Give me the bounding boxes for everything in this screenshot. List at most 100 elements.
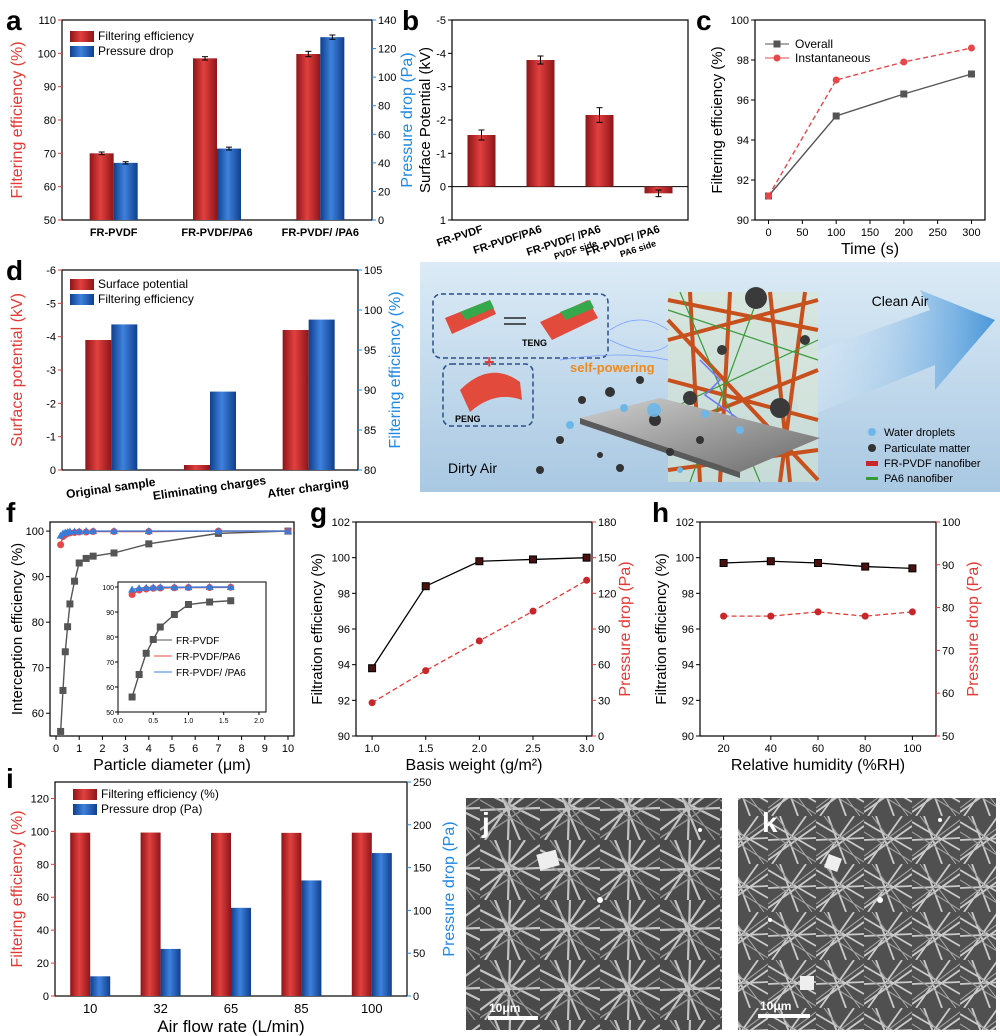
y-tick-label: -1 bbox=[436, 148, 446, 160]
inset-series-2-point bbox=[142, 583, 151, 591]
bar-pressure-drop bbox=[160, 948, 181, 996]
legend-swatch bbox=[773, 54, 781, 62]
x-tick-label: 1.0 bbox=[364, 743, 379, 755]
y-tick-label: 100 bbox=[378, 72, 396, 84]
bar-surface-potential bbox=[585, 115, 614, 187]
y-tick-label: 105 bbox=[364, 265, 382, 277]
y-tick-label: 70 bbox=[942, 645, 954, 657]
teng-fibers bbox=[445, 300, 598, 340]
category-label: 65 bbox=[224, 1001, 238, 1016]
y-tick-label: 0 bbox=[413, 991, 419, 1003]
y-tick-label: 150 bbox=[598, 553, 616, 565]
y-tick-label: 120 bbox=[598, 588, 616, 600]
y-tick-label: 96 bbox=[682, 624, 694, 636]
y-axis-title: Interception efficiency (%) bbox=[9, 543, 26, 715]
y-axis-title: Filtering efficiency (%) bbox=[9, 41, 26, 198]
pressure-point bbox=[529, 607, 537, 615]
y-tick-label: 60 bbox=[44, 182, 56, 194]
panel-label-g: g bbox=[310, 497, 327, 528]
x-tick-label: 300 bbox=[962, 227, 980, 239]
x-tick-label: 3.0 bbox=[579, 743, 594, 755]
y-tick-label: 100 bbox=[364, 305, 382, 317]
panel-label-j: j bbox=[481, 807, 490, 838]
inset-series-0-point bbox=[149, 636, 157, 643]
legend-entry: Filtering efficiency (%) bbox=[101, 787, 219, 801]
inset-series-2-point bbox=[226, 583, 235, 590]
x-tick-label: 50 bbox=[796, 227, 808, 239]
category-label: 10 bbox=[83, 1001, 97, 1016]
y-tick-label: 100 bbox=[31, 826, 49, 838]
series-0-point bbox=[59, 686, 67, 694]
y-tick-label: -5 bbox=[46, 298, 56, 310]
legend-fr-pvdf-nanofiber: FR-PVDF nanofiber bbox=[884, 458, 981, 470]
y-tick-label: 85 bbox=[364, 425, 376, 437]
legend-water-droplets: Water droplets bbox=[884, 427, 956, 439]
pressure-point bbox=[368, 699, 376, 707]
y-tick-label: 100 bbox=[731, 15, 749, 27]
bar-pressure-drop bbox=[113, 162, 138, 220]
efficiency-point bbox=[368, 664, 377, 673]
y-axis-title: Filtering efficiency (%) bbox=[709, 46, 726, 193]
y-tick-label: -2 bbox=[46, 398, 56, 410]
bar-filtering-efficiency bbox=[70, 832, 91, 996]
schematic-e: TENG PENG + self-powering Clean Air Dirt… bbox=[420, 262, 1000, 492]
y-tick-label: 120 bbox=[378, 44, 396, 56]
y-tick-label: 50 bbox=[413, 948, 425, 960]
category-label: Original sample bbox=[65, 475, 156, 501]
overall-line bbox=[767, 73, 972, 197]
y-tick-label: 200 bbox=[413, 820, 431, 832]
y-tick-label: 40 bbox=[378, 158, 390, 170]
bar-pressure-drop bbox=[301, 880, 322, 996]
inset-y-tick-label: 90 bbox=[106, 610, 114, 617]
bar-surface-potential bbox=[85, 340, 112, 470]
plot-frame bbox=[754, 19, 986, 221]
y2-axis-title: Pressure drop (Pa) bbox=[441, 821, 458, 956]
y-tick-label: 70 bbox=[44, 148, 56, 160]
fr-pvdf-fiber-icon bbox=[866, 461, 878, 466]
y-tick-label: 92 bbox=[737, 175, 749, 187]
panel-label-i: i bbox=[6, 763, 14, 794]
inset-series-2-point bbox=[135, 584, 144, 592]
bar-filtering-efficiency bbox=[296, 54, 321, 220]
scale-bar-j bbox=[488, 1016, 538, 1020]
bar-filtering-efficiency bbox=[111, 324, 138, 470]
efficiency-point bbox=[719, 559, 728, 568]
inset-series-0-point bbox=[135, 671, 143, 678]
panel-label-c: c bbox=[696, 5, 712, 36]
sem-image-k: k 10μm bbox=[738, 798, 996, 1030]
x-axis-title: Air flow rate (L/min) bbox=[157, 1017, 304, 1036]
pressure-point bbox=[720, 612, 728, 620]
y-tick-label: 0 bbox=[50, 465, 56, 477]
y-axis-title: Filtering efficiency (%) bbox=[9, 810, 26, 967]
y-tick-label: 80 bbox=[32, 617, 44, 629]
legend-entry: Instantaneous bbox=[795, 51, 870, 65]
series-2-point bbox=[284, 527, 292, 535]
pressure-point bbox=[767, 612, 775, 620]
overall-point bbox=[832, 112, 840, 120]
x-tick-label: 80 bbox=[859, 743, 871, 755]
y-tick-label: 180 bbox=[598, 517, 616, 529]
y-tick-label: 90 bbox=[682, 731, 694, 743]
y-axis-title: Surface potential (kV) bbox=[9, 293, 26, 447]
panel-label-a: a bbox=[6, 5, 22, 36]
teng-box bbox=[432, 293, 609, 359]
y-tick-label: -3 bbox=[436, 82, 446, 94]
series-0-point bbox=[64, 623, 72, 631]
y-tick-label: 30 bbox=[598, 695, 610, 707]
category-label: 100 bbox=[361, 1001, 383, 1016]
teng-label: TENG bbox=[522, 338, 547, 348]
particulate-icon bbox=[868, 444, 876, 452]
airflow-arrow bbox=[790, 290, 995, 420]
inset-series-1-point bbox=[128, 591, 136, 598]
inset-series-2-point bbox=[170, 583, 179, 591]
peng-label: PENG bbox=[455, 414, 481, 424]
series-0-point bbox=[57, 727, 65, 735]
instantaneous-point bbox=[832, 76, 840, 84]
y-tick-label: 0 bbox=[598, 731, 604, 743]
y-tick-label: 140 bbox=[378, 15, 396, 27]
legend-entry: Pressure drop (Pa) bbox=[101, 802, 202, 816]
